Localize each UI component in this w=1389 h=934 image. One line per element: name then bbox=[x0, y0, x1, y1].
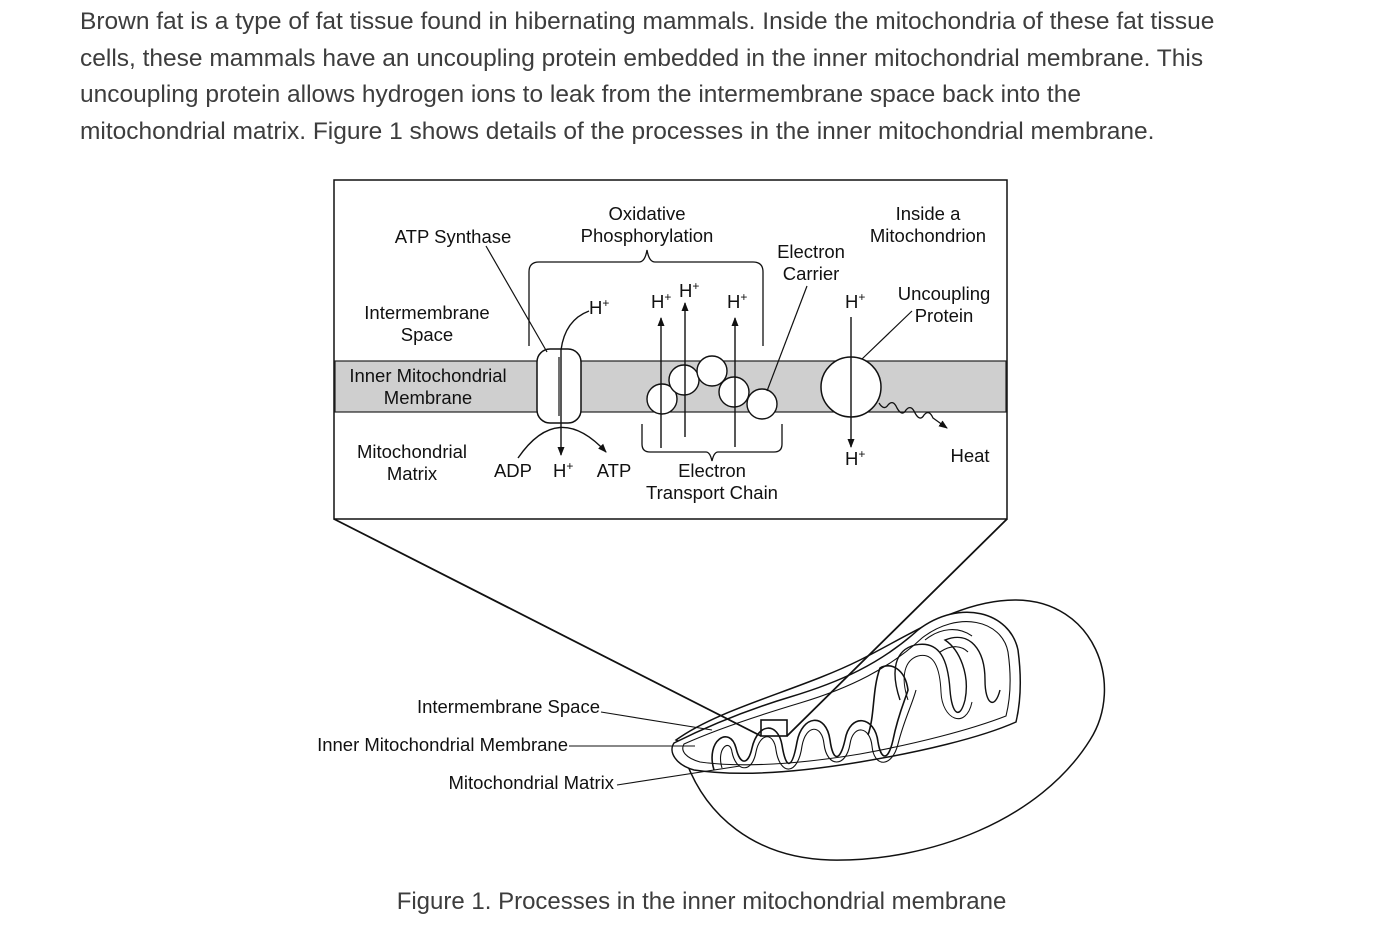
matrix-label: Mitochondrial bbox=[357, 441, 467, 462]
cristae-inner bbox=[720, 689, 917, 770]
oxidative-label: Oxidative bbox=[608, 203, 685, 224]
zoom-connector bbox=[786, 518, 1008, 737]
inner-membrane-callout: Inner Mitochondrial Membrane bbox=[317, 734, 568, 755]
intermembrane-space-label: Space bbox=[401, 324, 453, 345]
whole-mitochondrion bbox=[671, 599, 1106, 861]
atp-synthase-label: ATP Synthase bbox=[395, 226, 512, 247]
zoom-connector bbox=[333, 518, 762, 737]
intro-line: Brown fat is a type of fat tissue found … bbox=[80, 8, 1215, 35]
cristae-top bbox=[924, 629, 973, 653]
cut-face-inner bbox=[682, 621, 1011, 766]
inside-mito-label: Inside a bbox=[896, 203, 962, 224]
intermembrane-space-callout: Intermembrane Space bbox=[417, 696, 600, 717]
heat-wavy-arrow bbox=[878, 401, 948, 429]
etc-bracket bbox=[641, 424, 783, 462]
proton-entry-arrow bbox=[557, 310, 590, 456]
cristae-back-inner bbox=[903, 654, 973, 720]
carrier-circle bbox=[668, 364, 700, 396]
h-ion-label: H+ bbox=[845, 290, 865, 312]
uncoupling-protein-label: Uncoupling bbox=[898, 283, 991, 304]
carrier-circle bbox=[646, 383, 678, 415]
h-ion-label: H+ bbox=[727, 290, 747, 312]
cristae-back bbox=[894, 636, 1001, 713]
h-ion-label: H+ bbox=[589, 296, 609, 318]
intro-line: cells, these mammals have an uncoupling … bbox=[80, 44, 1204, 72]
uncoupling-protein-label: Protein bbox=[915, 305, 974, 326]
intro-line: mitochondrial matrix. Figure 1 shows det… bbox=[80, 118, 1155, 146]
inside-mito-label: Mitochondrion bbox=[870, 225, 986, 246]
electron-carrier-leader bbox=[766, 285, 808, 392]
electron-carrier-label: Electron bbox=[777, 241, 845, 262]
h-ion-label: H+ bbox=[651, 290, 671, 312]
inset-panel: ATP Synthase Oxidative Phosphorylation I… bbox=[333, 179, 1008, 520]
adp-atp-arrow bbox=[517, 426, 607, 459]
intro-line: uncoupling protein allows hydrogen ions … bbox=[80, 81, 1081, 109]
h-ion-label: H+ bbox=[553, 459, 573, 481]
cristae bbox=[711, 665, 909, 771]
matrix-label: Matrix bbox=[387, 463, 438, 484]
uncoupling-leader bbox=[861, 310, 913, 360]
inner-membrane-label: Membrane bbox=[384, 387, 472, 408]
carrier-circle bbox=[746, 388, 778, 420]
h-ion-label: H+ bbox=[679, 279, 699, 301]
matrix-callout: Mitochondrial Matrix bbox=[448, 772, 614, 793]
carrier-circle bbox=[696, 355, 728, 387]
intermembrane-space-label: Intermembrane bbox=[364, 302, 489, 323]
atp-synthase-leader bbox=[485, 245, 548, 353]
adp-label: ADP bbox=[494, 460, 532, 481]
etc-label: Transport Chain bbox=[646, 482, 778, 503]
etc-label: Electron bbox=[678, 460, 746, 481]
figure-caption: Figure 1. Processes in the inner mitocho… bbox=[396, 888, 1007, 915]
intermembrane-leader bbox=[600, 711, 713, 731]
zoom-square bbox=[760, 719, 788, 737]
matrix-leader bbox=[616, 765, 741, 786]
heat-label: Heat bbox=[950, 445, 989, 466]
carrier-circle bbox=[718, 376, 750, 408]
oxidative-bracket bbox=[528, 249, 764, 346]
oxidative-label: Phosphorylation bbox=[581, 225, 714, 246]
intro-paragraph: Brown fat is a type of fat tissue found … bbox=[80, 4, 1330, 151]
h-ion-label: H+ bbox=[845, 447, 865, 469]
electron-carrier-label: Carrier bbox=[783, 263, 840, 284]
atp-label: ATP bbox=[597, 460, 632, 481]
inner-membrane-label: Inner Mitochondrial bbox=[349, 365, 506, 386]
